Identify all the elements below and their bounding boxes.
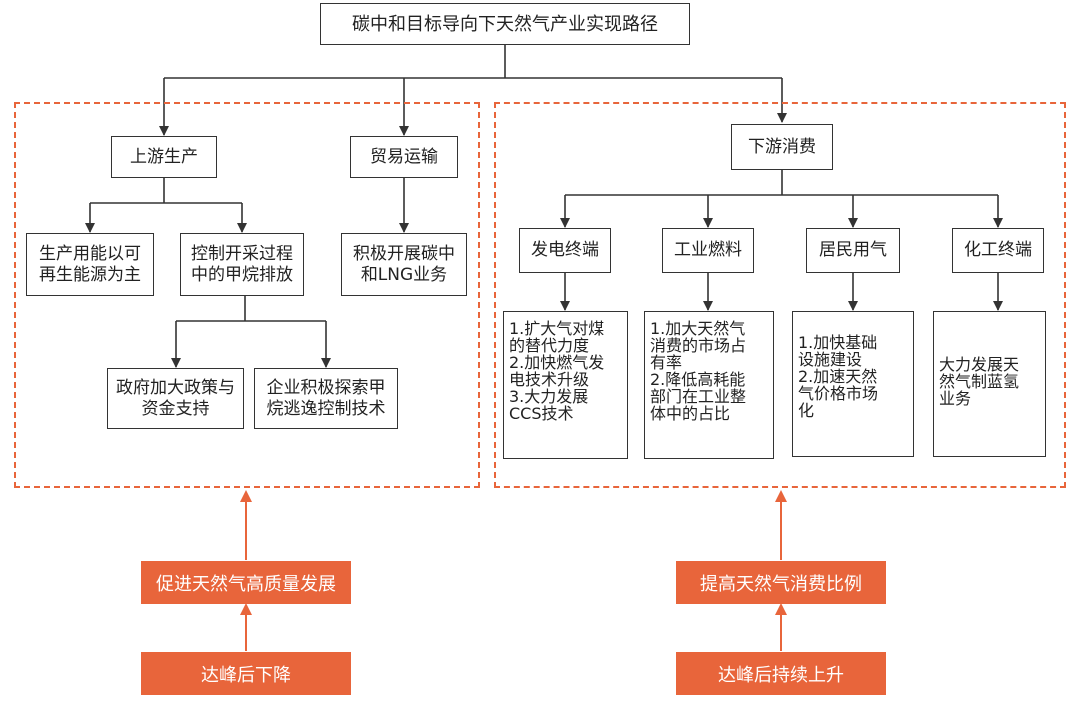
right-goal-box: 提高天然气消费比例 (676, 561, 886, 604)
industry-detail-line: 消费的市场占 (650, 336, 747, 355)
chemical-detail-line: 然气制蓝氢 (939, 372, 1020, 391)
residential-detail-line: 设施建设 (798, 350, 863, 369)
power-detail-line: 3.大力发展 (509, 387, 589, 406)
residential-detail: 1.加快基础 设施建设 2.加速天然 气价格市场 化 (792, 311, 914, 457)
upstream-child-methane: 控制开采过程中的甲烷排放 (180, 233, 304, 296)
industry-detail-line: 有率 (650, 353, 683, 372)
residential-detail-line: 1.加快基础 (798, 333, 878, 352)
industry-detail-line: 1.加大天然气 (650, 319, 746, 338)
policy-support-node: 政府加大政策与资金支持 (107, 368, 244, 429)
power-detail-line: 的替代力度 (509, 336, 590, 355)
industry-detail-line: 2.降低高耗能 (650, 370, 746, 389)
chemical-detail: 大力发展天 然气制蓝氢 业务 (933, 311, 1046, 457)
industry-detail-line: 体中的占比 (650, 404, 731, 423)
branch-industry: 工业燃料 (662, 228, 754, 273)
residential-detail-line: 2.加速天然 (798, 367, 878, 386)
branch-power: 发电终端 (519, 228, 611, 273)
downstream-region (494, 102, 1066, 488)
methane-tech-node: 企业积极探索甲烷逃逸控制技术 (254, 368, 398, 429)
right-trend-box: 达峰后持续上升 (676, 652, 886, 695)
downstream-node: 下游消费 (731, 124, 833, 170)
left-goal-box: 促进天然气高质量发展 (141, 561, 351, 604)
residential-detail-line: 化 (798, 401, 815, 420)
upstream-region (14, 102, 480, 488)
lng-node: 积极开展碳中和LNG业务 (341, 233, 467, 296)
chemical-detail-line: 大力发展天 (939, 355, 1020, 374)
residential-detail-line: 气价格市场 (798, 384, 879, 403)
trade-node: 贸易运输 (350, 136, 458, 178)
power-detail-line: 1.扩大气对煤 (509, 319, 605, 338)
industry-detail-line: 部门在工业整 (650, 387, 747, 406)
power-detail-line: 2.加快燃气发 (509, 353, 605, 372)
branch-chemical: 化工终端 (952, 228, 1044, 273)
power-detail: 1.扩大气对煤 的替代力度 2.加快燃气发 电技术升级 3.大力发展 CCS技术 (503, 311, 628, 459)
diagram-title: 碳中和目标导向下天然气产业实现路径 (320, 3, 690, 45)
power-detail-line: 电技术升级 (509, 370, 590, 389)
left-trend-box: 达峰后下降 (141, 652, 351, 695)
upstream-child-renewable: 生产用能以可再生能源为主 (26, 233, 154, 296)
chemical-detail-line: 业务 (939, 389, 972, 408)
upstream-node: 上游生产 (111, 136, 217, 178)
branch-residential: 居民用气 (806, 228, 900, 273)
power-detail-line: CCS技术 (509, 404, 574, 423)
industry-detail: 1.加大天然气 消费的市场占 有率 2.降低高耗能 部门在工业整 体中的占比 (644, 311, 774, 459)
